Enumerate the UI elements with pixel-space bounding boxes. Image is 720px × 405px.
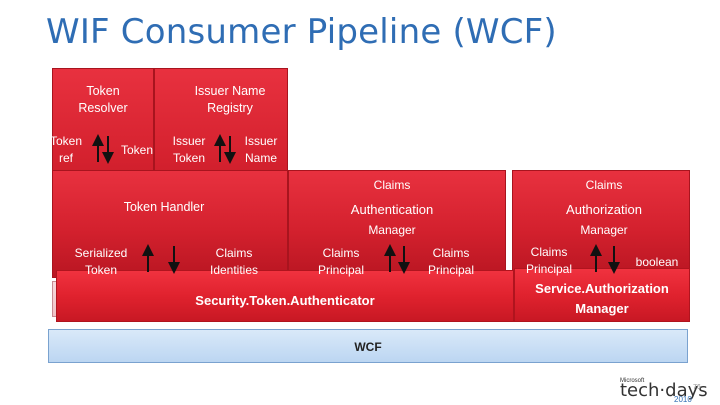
authentication-manager-title: Authentication Manager — [330, 199, 454, 241]
serialized-token-label: Serialized Token — [64, 245, 138, 279]
issuer-name-registry-title: Issuer Name Registry — [176, 83, 284, 117]
authentication-claims-principal-out-line2: Principal — [427, 263, 475, 277]
claims-identities-label: Claims Identities — [198, 245, 270, 279]
authorization-manager-title-line2: Manager — [580, 223, 628, 237]
token-resolver-title-line2: Resolver — [78, 101, 128, 115]
authentication-claims-principal-in-line2: Principal — [317, 263, 365, 277]
authentication-claims-principal-out-line1: Claims — [432, 246, 470, 260]
token-ref-label-line2: ref — [58, 151, 73, 165]
serialized-token-label-line2: Token — [84, 263, 118, 277]
authentication-claims-principal-in-label: Claims Principal — [308, 245, 374, 279]
authorization-claims-principal-line2: Principal — [525, 262, 573, 276]
issuer-name-label: Issuer Name — [238, 133, 284, 167]
authentication-claims-principal-out-label: Claims Principal — [418, 245, 484, 279]
authorization-claims-principal-label: Claims Principal — [516, 244, 582, 278]
authentication-manager-title-line2: Manager — [368, 223, 416, 237]
authorization-manager-title: Authorization Manager — [548, 199, 660, 241]
issuer-token-label-line1: Issuer — [172, 134, 206, 148]
authorization-manager-title-line1: Authorization — [566, 202, 642, 217]
issuer-name-label-line2: Name — [244, 151, 277, 165]
issuer-name-label-line1: Issuer — [244, 134, 278, 148]
page-number: 76 — [693, 384, 701, 391]
wcf-label: WCF — [354, 340, 382, 354]
authentication-claims-principal-in-line1: Claims — [322, 246, 360, 260]
authorization-claims-top-label: Claims — [585, 178, 623, 192]
token-resolver-title-line1: Token — [86, 84, 120, 98]
service-authorization-manager-label-line2: Manager — [575, 301, 629, 316]
issuer-token-label: Issuer Token — [166, 133, 212, 167]
security-token-authenticator-bar: Security.Token.Authenticator — [56, 270, 514, 322]
token-out-label: Token — [120, 143, 154, 157]
wcf-bar: WCF — [48, 329, 688, 363]
logo-main-text: tech·days — [620, 380, 708, 401]
boolean-label: boolean — [635, 255, 679, 269]
authorization-manager-box — [512, 170, 690, 278]
issuer-name-registry-title-line1: Issuer Name — [194, 84, 266, 98]
authentication-claims-top-label: Claims — [373, 178, 411, 192]
service-authorization-manager-label-line1: Service.Authorization — [535, 281, 669, 296]
claims-identities-label-line1: Claims — [215, 246, 253, 260]
token-ref-label-line1: Token — [49, 134, 83, 148]
authorization-claims-principal-line1: Claims — [530, 245, 568, 259]
service-authorization-manager-label: Service.Authorization Manager — [515, 279, 689, 319]
logo-microsoft-text: Microsoft — [620, 378, 645, 384]
issuer-token-label-line2: Token — [172, 151, 206, 165]
authentication-manager-title-line1: Authentication — [350, 202, 434, 217]
token-ref-label: Token ref — [44, 133, 88, 167]
logo-year-text: 2010 — [674, 395, 692, 404]
serialized-token-label-line1: Serialized — [74, 246, 128, 260]
issuer-name-registry-title-line2: Registry — [207, 101, 253, 115]
authentication-manager-box — [288, 170, 506, 278]
security-token-authenticator-label: Security.Token.Authenticator — [195, 293, 375, 308]
techdays-logo: Microsoft tech·days 2010 — [620, 376, 716, 404]
claims-identities-label-line2: Identities — [209, 263, 259, 277]
token-resolver-title: Token Resolver — [56, 83, 150, 117]
token-handler-title: Token Handler — [123, 200, 205, 214]
service-authorization-manager-bar: Service.Authorization Manager — [514, 268, 690, 322]
page-title: WIF Consumer Pipeline (WCF) — [46, 12, 557, 52]
